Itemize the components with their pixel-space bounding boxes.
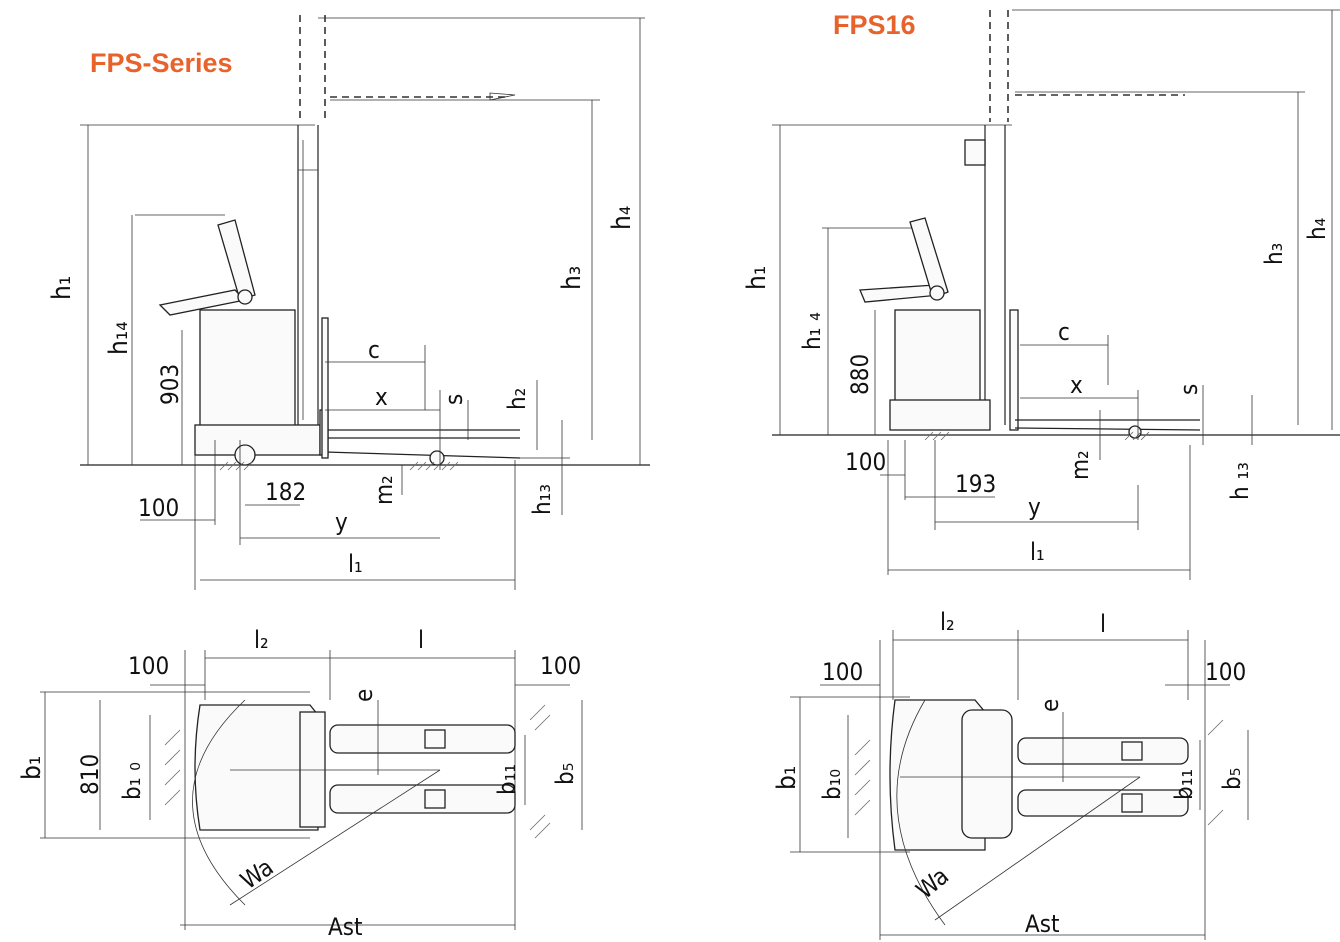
label-h14-right: h₁ ₄ [798,312,826,350]
label-s-right: s [1175,384,1203,395]
left-top-view [40,650,583,930]
label-b1-left: b₁ [17,756,47,780]
label-100-left-side: 100 [138,494,179,522]
right-top-view [790,630,1249,940]
label-h3-right: h₃ [1260,243,1288,265]
label-wa-right: Wa [911,862,954,905]
label-l2-left: l₂ [254,626,269,654]
label-b10-left: b₁ ₀ [118,762,146,800]
label-h4-right: h₄ [1303,218,1331,240]
left-side-view [80,15,650,590]
label-h14-left: h₁₄ [104,321,134,355]
label-h1-left: h₁ [47,276,77,300]
label-880: 880 [846,354,874,395]
label-l1-right: l₁ [1030,538,1045,566]
label-c-right: c [1058,318,1070,346]
label-100-left-top-b: 100 [540,652,581,680]
label-l-right: l [1100,610,1106,638]
label-h13-right: h ₁₃ [1226,462,1254,500]
label-b11-left: b₁₁ [493,764,521,795]
label-ast-right: Ast [1025,910,1059,938]
label-100-right-side: 100 [845,448,886,476]
label-c-left: c [368,336,380,364]
label-903: 903 [156,364,184,405]
right-side-view [772,9,1340,580]
label-b5-right: b₅ [1218,768,1246,790]
title-left: FPS-Series [90,48,233,78]
label-s-left: s [440,394,468,405]
label-193: 193 [955,470,996,498]
label-h3-left: h₃ [557,266,587,290]
label-182: 182 [265,478,306,506]
label-h1-right: h₁ [742,266,772,290]
label-y-left: y [335,508,348,536]
label-m2-left: m₂ [370,475,398,505]
label-e-right: e [1036,699,1064,712]
label-m2-right: m₂ [1066,450,1094,480]
label-h13-left: h₁₃ [528,484,556,515]
label-810: 810 [76,754,104,795]
label-b1-right: b₁ [772,766,802,790]
title-right: FPS16 [833,10,916,40]
label-b10-right: b₁₀ [818,769,846,800]
label-h4-left: h₄ [607,206,637,230]
label-h2-left: h₂ [503,388,531,410]
label-ast-left: Ast [328,913,362,941]
label-100-right-top-b: 100 [1205,658,1246,686]
label-e-left: e [350,689,378,702]
label-b11-right: b₁₁ [1170,769,1198,800]
label-x-right: x [1070,371,1083,399]
label-l1-left: l₁ [348,550,363,578]
label-l2-right: l₂ [940,608,955,636]
label-b5-left: b₅ [551,763,579,785]
label-y-right: y [1028,493,1041,521]
label-100-left-top-a: 100 [128,652,169,680]
label-100-right-top-a: 100 [822,658,863,686]
label-wa-left: Wa [235,853,278,895]
label-x-left: x [375,383,388,411]
label-l-left: l [418,626,424,654]
